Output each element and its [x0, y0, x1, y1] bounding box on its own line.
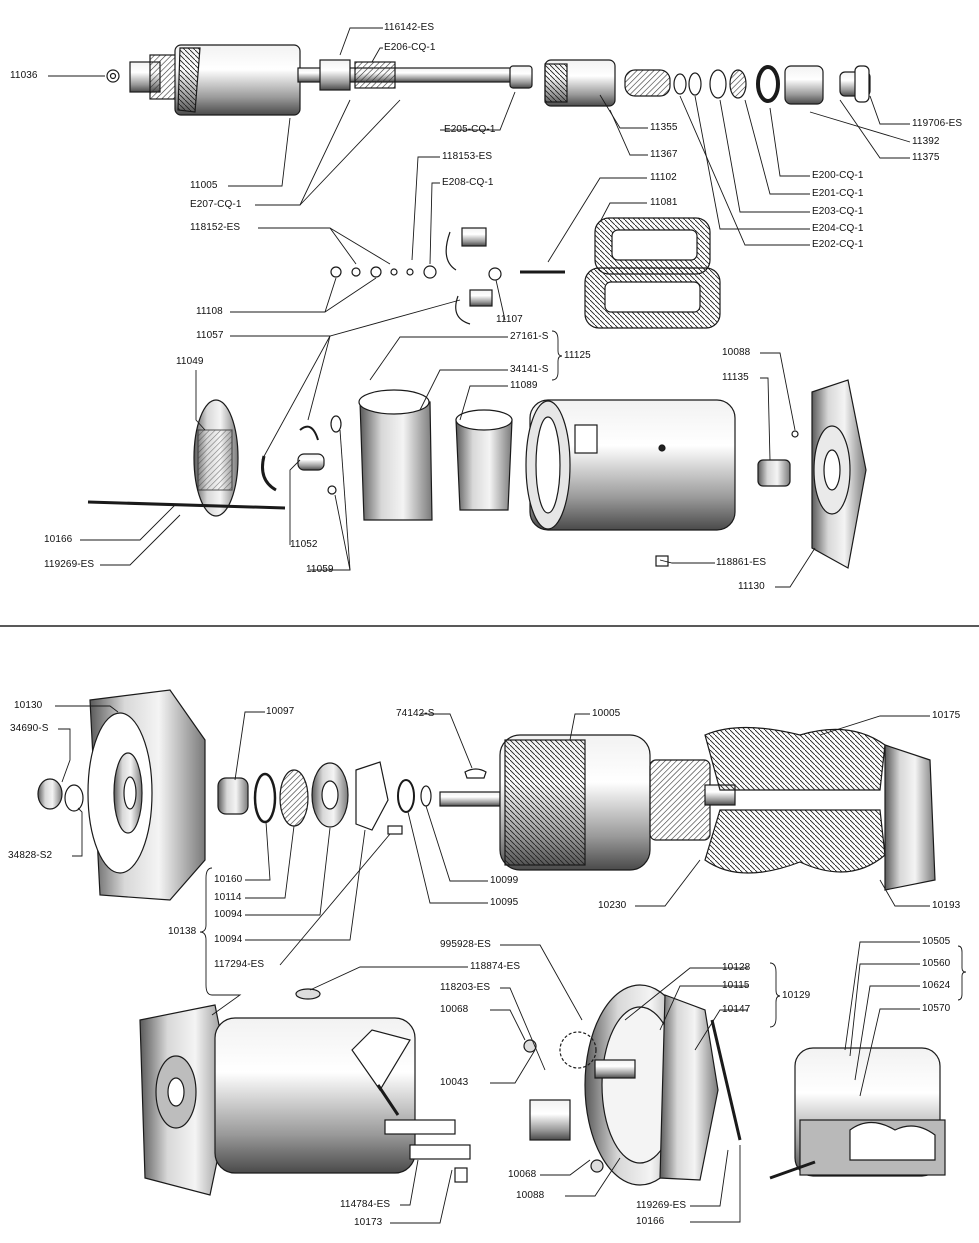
starter-field-coils — [520, 217, 721, 329]
part-label: 10094 — [214, 909, 243, 920]
part-label: 10088 — [516, 1190, 545, 1201]
part-label: 10160 — [214, 874, 243, 885]
part-label: 11089 — [510, 380, 538, 391]
generator-pulley — [37, 689, 206, 901]
part-label: E208-CQ-1 — [442, 177, 494, 188]
part-label: 10068 — [508, 1169, 537, 1180]
part-label: 10005 — [592, 708, 621, 719]
part-label: 11367 — [650, 149, 678, 160]
generator-field-coils — [704, 726, 936, 891]
part-label: 11005 — [190, 180, 218, 191]
part-label: 11107 — [496, 314, 523, 325]
part-label: 10043 — [440, 1077, 469, 1088]
part-label: 10130 — [14, 700, 43, 711]
part-label: 114784-ES — [340, 1199, 391, 1210]
part-label: 10138 — [168, 926, 197, 937]
part-label: 10129 — [782, 990, 811, 1001]
part-label: 11081 — [650, 197, 678, 208]
part-label: 10560 — [922, 958, 951, 969]
part-label: 10094 — [214, 934, 243, 945]
generator-armature — [439, 734, 736, 871]
part-label: 11102 — [650, 172, 677, 183]
starter-yoke — [358, 379, 867, 569]
part-label: 118153-ES — [442, 151, 493, 162]
part-label: 27161-S — [510, 331, 549, 342]
part-label: E201-CQ-1 — [812, 188, 864, 199]
generator-housing — [139, 988, 471, 1196]
part-label: 11036 — [10, 70, 38, 81]
part-label: 118203-ES — [440, 982, 491, 993]
part-label: 10115 — [722, 980, 750, 991]
leader-lines — [48, 27, 967, 1224]
generator-end-plate — [523, 984, 742, 1186]
part-label: 11130 — [738, 581, 765, 592]
part-label: E200-CQ-1 — [812, 170, 864, 181]
part-label: 10068 — [440, 1004, 469, 1015]
part-label: 119269-ES — [636, 1200, 687, 1211]
cutout-regulator — [769, 1047, 946, 1180]
part-label: E205-CQ-1 — [444, 124, 496, 135]
part-label: E204-CQ-1 — [812, 223, 864, 234]
part-label: 119269-ES — [44, 559, 95, 570]
part-label: 119706-ES — [912, 118, 963, 129]
part-label: 10095 — [490, 897, 519, 908]
part-label: 34690-S — [10, 723, 49, 734]
part-label: 11052 — [290, 539, 318, 550]
part-label: 10624 — [922, 980, 951, 991]
part-label: E202-CQ-1 — [812, 239, 864, 250]
starter-end-plate — [87, 399, 342, 517]
part-label: 10099 — [490, 875, 519, 886]
part-label: 10193 — [932, 900, 961, 911]
part-label: 10147 — [722, 1004, 751, 1015]
part-label: 10173 — [354, 1217, 383, 1228]
part-label: 117294-ES — [214, 959, 265, 970]
starter-drive-pinion — [544, 59, 871, 107]
part-label: 11125 — [564, 350, 591, 361]
part-label: 11059 — [306, 564, 334, 575]
part-label: 11392 — [912, 136, 940, 147]
part-label: 11057 — [196, 330, 224, 341]
part-label: 995928-ES — [440, 939, 491, 950]
part-label: 10570 — [922, 1003, 951, 1014]
part-label: 11049 — [176, 356, 204, 367]
part-label: 10097 — [266, 706, 295, 717]
part-label: 10166 — [636, 1216, 665, 1227]
part-label: E206-CQ-1 — [384, 42, 436, 53]
starter-armature — [106, 44, 533, 116]
part-label: 11355 — [650, 122, 678, 133]
part-label: 118874-ES — [470, 961, 521, 972]
part-label: 118861-ES — [716, 557, 767, 568]
part-label: 118152-ES — [190, 222, 241, 233]
part-label: 116142-ES — [384, 22, 435, 33]
part-label: 74142-S — [396, 708, 435, 719]
part-label: 11135 — [722, 372, 749, 383]
part-label: 10166 — [44, 534, 73, 545]
part-label: 10230 — [598, 900, 627, 911]
part-label: 34141-S — [510, 364, 549, 375]
part-label: 10088 — [722, 347, 751, 358]
part-label: 11375 — [912, 152, 940, 163]
starter-brushes — [330, 227, 502, 325]
part-label: 10114 — [214, 892, 242, 903]
part-label: E207-CQ-1 — [190, 199, 242, 210]
part-label: 34828-S2 — [8, 850, 53, 861]
part-label: 10175 — [932, 710, 961, 721]
generator-bearing-parts — [217, 761, 432, 835]
part-label: E203-CQ-1 — [812, 206, 864, 217]
part-label: 11108 — [196, 306, 223, 317]
part-label: 10505 — [922, 936, 951, 947]
part-label: 10128 — [722, 962, 751, 973]
